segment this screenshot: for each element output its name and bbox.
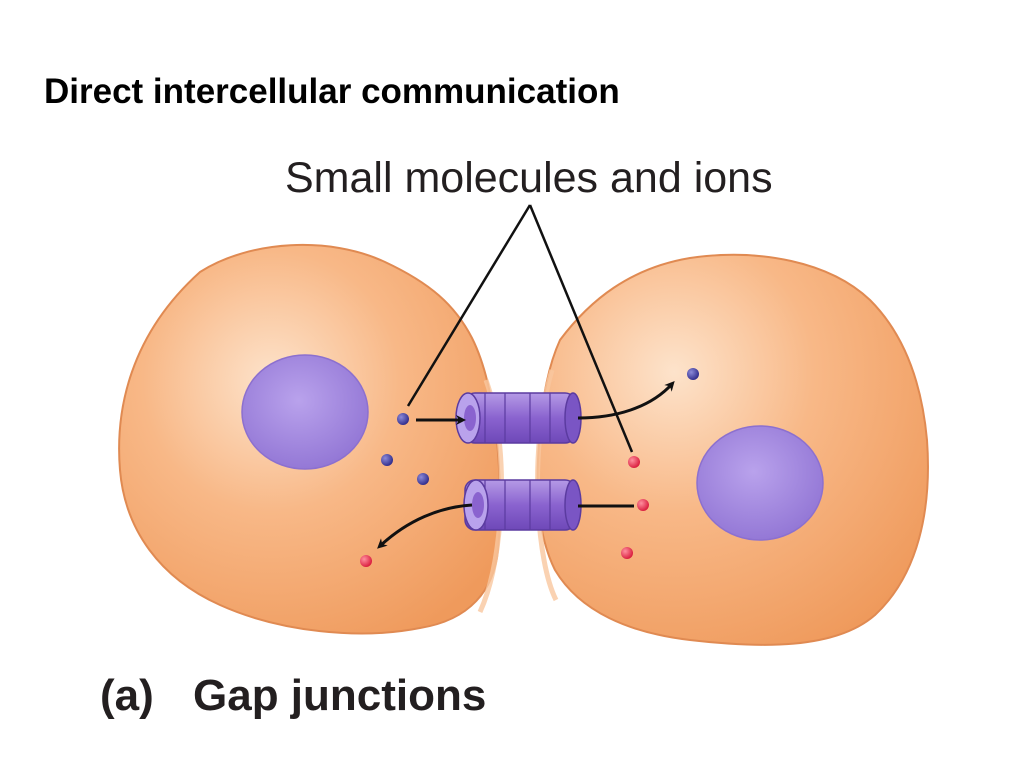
molecule-dot (397, 413, 409, 425)
ion-dot (637, 499, 649, 511)
callout-line-left (406, 204, 532, 407)
callout-line-right (528, 204, 634, 453)
molecule-dot (687, 368, 699, 380)
right-nucleus (696, 425, 824, 541)
caption-letter: (a) (100, 671, 154, 720)
arrow-blue-exiting-channel (577, 381, 675, 420)
molecule-dot (417, 473, 429, 485)
ion-dot (628, 456, 640, 468)
left-nucleus (241, 354, 369, 470)
caption-text: Gap junctions (193, 671, 486, 720)
lower-gap-junction-channel (463, 479, 582, 531)
slide-title: Direct intercellular communication (44, 72, 620, 111)
ion-dot (360, 555, 372, 567)
callout-label: Small molecules and ions (285, 154, 773, 202)
ion-dot (621, 547, 633, 559)
upper-gap-junction-channel (455, 392, 582, 444)
arrow-red-exiting-channel (377, 503, 473, 549)
molecule-dot (381, 454, 393, 466)
